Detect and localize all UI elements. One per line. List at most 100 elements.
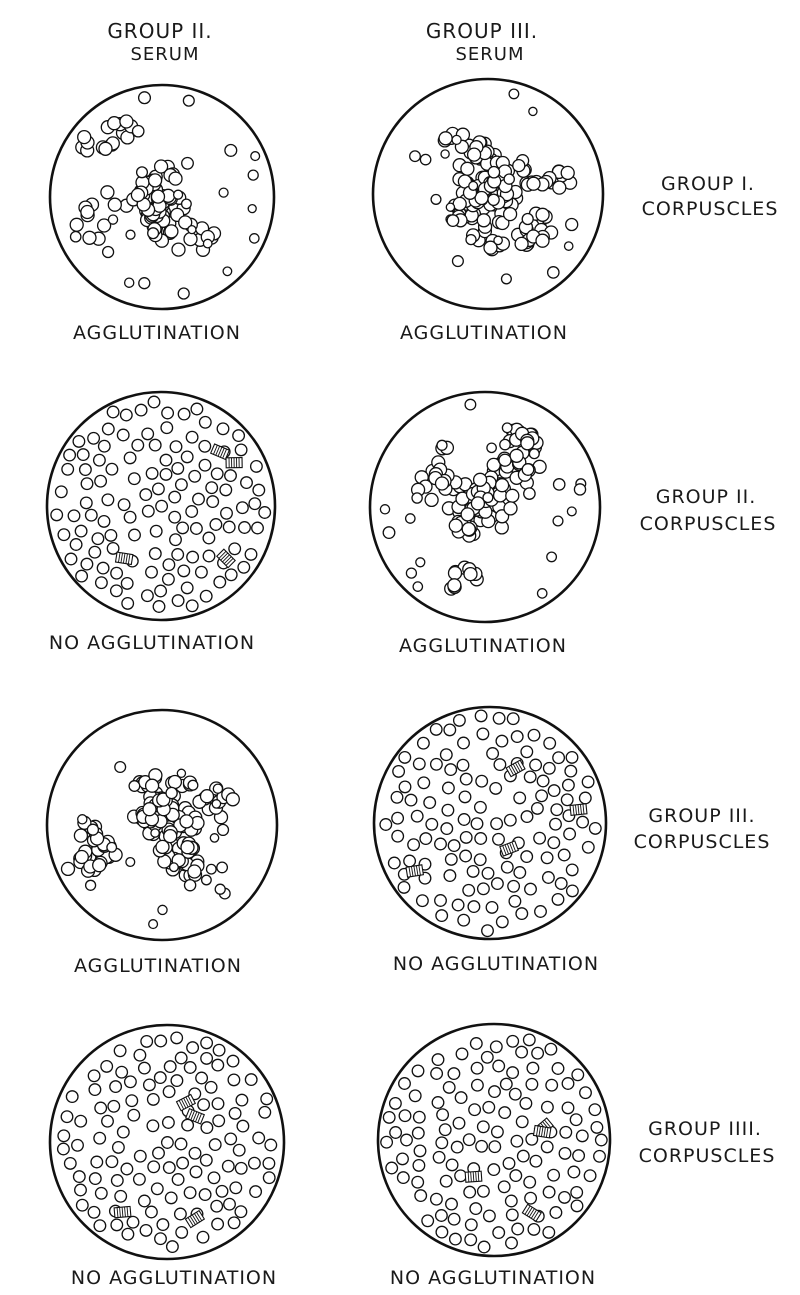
corpuscle: [436, 1108, 450, 1122]
corpuscle: [533, 831, 547, 845]
corpuscle: [120, 576, 134, 590]
corpuscle: [487, 1163, 501, 1177]
corpuscles: [69, 91, 261, 300]
corpuscle: [546, 266, 560, 279]
corpuscle: [497, 1180, 511, 1194]
corpuscle: [581, 840, 595, 854]
corpuscle: [588, 821, 602, 835]
corpuscle: [594, 1133, 608, 1147]
corpuscle: [414, 1189, 428, 1203]
column-header-group-iii-sub: SERUM: [455, 44, 524, 65]
corpuscle: [459, 849, 473, 863]
corpuscle: [380, 1135, 394, 1149]
corpuscle: [210, 1199, 224, 1213]
corpuscle: [552, 515, 564, 527]
corpuscle: [94, 474, 108, 488]
corpuscle: [202, 531, 216, 545]
corpuscle: [398, 780, 412, 794]
rouleau-stack: [569, 803, 588, 817]
corpuscle: [224, 568, 238, 582]
corpuscle: [388, 1096, 402, 1110]
corpuscle: [492, 1226, 506, 1240]
corpuscle: [91, 532, 105, 546]
corpuscle: [113, 1044, 127, 1058]
corpuscle: [522, 1033, 536, 1047]
corpuscle: [236, 1119, 250, 1133]
corpuscle: [216, 823, 230, 837]
corpuscle: [404, 793, 418, 807]
corpuscle: [398, 1077, 411, 1090]
corpuscle: [150, 828, 160, 838]
corpuscle: [565, 750, 579, 764]
corpuscle: [508, 894, 522, 908]
corpuscle: [492, 711, 506, 725]
corpuscles: [380, 1033, 608, 1254]
corpuscle: [106, 405, 120, 419]
panel-r1-c0: NO AGGLUTINATION: [45, 390, 277, 654]
corpuscles: [409, 88, 579, 285]
corpuscle: [77, 129, 92, 145]
column-header-group-iii: GROUP III.: [426, 19, 538, 43]
corpuscle: [125, 1094, 139, 1108]
corpuscle: [488, 1085, 501, 1099]
corpuscle: [542, 1225, 556, 1239]
corpuscle: [554, 877, 568, 890]
corpuscle: [561, 1101, 575, 1115]
corpuscle: [61, 462, 75, 476]
corpuscle: [72, 434, 86, 448]
corpuscle: [232, 1143, 246, 1157]
corpuscle: [262, 1171, 276, 1185]
corpuscle: [155, 499, 169, 513]
corpuscle: [464, 1218, 478, 1232]
corpuscle: [133, 1149, 147, 1163]
corpuscle: [161, 572, 175, 586]
corpuscle: [228, 1106, 242, 1120]
corpuscle: [71, 1138, 84, 1152]
corpuscle: [189, 1165, 203, 1179]
corpuscle: [60, 1110, 74, 1124]
panel-r3-c0: NO AGGLUTINATION: [48, 1023, 286, 1289]
corpuscle: [185, 505, 199, 518]
panel-r1-c1: AGGLUTINATION: [368, 390, 602, 657]
corpuscle: [531, 1046, 545, 1060]
corpuscle: [178, 215, 193, 230]
corpuscle: [432, 1150, 446, 1164]
corpuscle: [247, 203, 257, 214]
corpuscle: [121, 596, 135, 610]
corpuscle: [141, 427, 155, 441]
corpuscle: [260, 1092, 274, 1106]
corpuscle: [147, 227, 160, 240]
corpuscle: [97, 439, 111, 453]
corpuscle: [240, 476, 253, 490]
corpuscle: [413, 1144, 427, 1158]
corpuscle: [458, 790, 472, 804]
corpuscle: [188, 1146, 202, 1160]
corpuscle: [140, 589, 154, 603]
corpuscle: [447, 839, 461, 853]
corpuscle: [521, 212, 534, 226]
corpuscle: [520, 745, 534, 759]
corpuscle: [251, 521, 264, 535]
corpuscle: [105, 462, 119, 476]
panel-r2-c1: NO AGGLUTINATION: [372, 705, 608, 975]
corpuscle: [396, 1152, 409, 1166]
corpuscle: [417, 776, 431, 790]
corpuscle: [434, 476, 450, 491]
corpuscle: [221, 1159, 235, 1173]
corpuscle: [64, 552, 78, 566]
corpuscle: [509, 1169, 523, 1183]
row-label-group-iiii: GROUP IIII.: [648, 1118, 762, 1140]
rouleau-stack: [464, 1170, 483, 1183]
corpuscle: [163, 1060, 177, 1074]
corpuscle: [525, 1132, 539, 1146]
corpuscle: [487, 193, 500, 207]
corpuscle: [447, 578, 462, 593]
corpuscle: [137, 1194, 151, 1208]
corpuscle: [448, 1232, 462, 1246]
corpuscle: [565, 863, 579, 877]
corpuscle: [110, 1174, 124, 1187]
corpuscle: [462, 1133, 476, 1147]
corpuscle: [198, 415, 212, 429]
corpuscle: [510, 730, 524, 744]
corpuscle: [176, 768, 187, 779]
